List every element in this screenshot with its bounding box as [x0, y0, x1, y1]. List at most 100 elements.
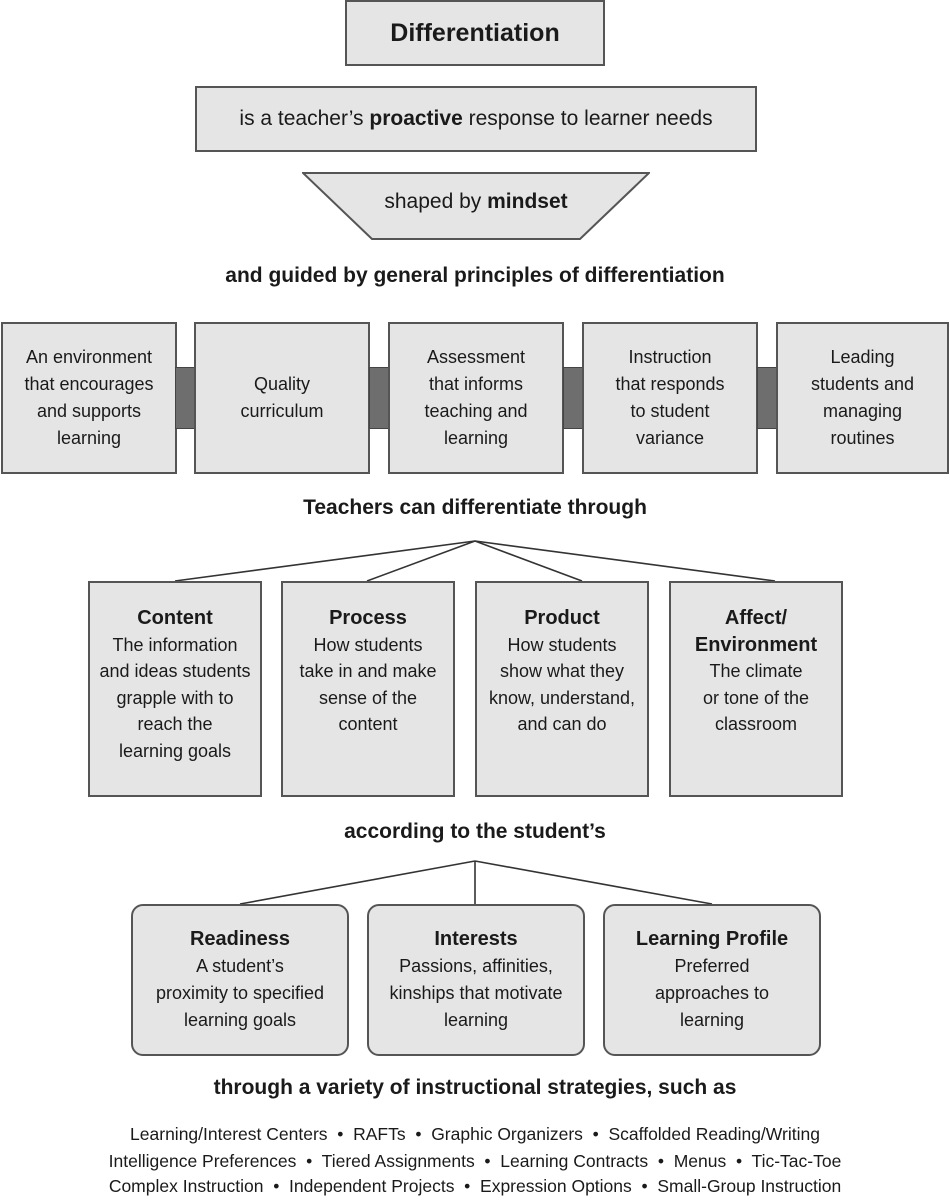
principle-line: that encourages: [24, 374, 154, 394]
principle-line: learning: [56, 428, 122, 448]
principle-line: to student: [630, 401, 710, 421]
trait-desc-line: learning: [679, 1010, 745, 1030]
principle-connector: [757, 367, 777, 429]
diagram-title-box: Differentiation: [345, 0, 605, 66]
bullet-separator-icon: •: [327, 1124, 354, 1144]
way-title: Product: [524, 607, 600, 629]
principle-line: and supports: [36, 401, 142, 421]
trait-desc-line: Passions, affinities,: [399, 956, 553, 976]
way-box-affect-environment: Affect/ Environment The climate or tone …: [669, 581, 843, 797]
principle-line: An environment: [25, 347, 153, 367]
way-desc-line: The information: [112, 634, 238, 655]
connector-line: [474, 540, 776, 582]
way-desc-line: grapple with to: [116, 687, 234, 708]
trait-box-interests: Interests Passions, affinities, kinships…: [367, 904, 585, 1056]
strategies-heading: through a variety of instructional strat…: [213, 1076, 737, 1099]
way-desc-line: How students: [313, 634, 423, 655]
connector-line: [474, 860, 713, 905]
principle-box-instruction: Instruction that responds to student var…: [582, 322, 758, 474]
principle-line: students and: [810, 374, 915, 394]
way-desc-line: and ideas students: [99, 661, 251, 681]
strategy-item: Tic-Tac-Toe: [751, 1151, 842, 1171]
mindset-text-start: shaped by: [384, 190, 488, 213]
strategy-item: Tiered Assignments: [321, 1151, 475, 1171]
way-title: Environment: [694, 633, 818, 656]
trait-desc-line: A student’s: [196, 956, 284, 976]
trait-box-learning-profile: Learning Profile Preferred approaches to…: [603, 904, 821, 1056]
definition-text-bold: proactive: [369, 107, 463, 130]
trait-title: Learning Profile: [635, 928, 789, 950]
way-desc-line: The climate: [709, 661, 803, 681]
bullet-separator-icon: •: [474, 1151, 501, 1171]
principle-line: learning: [443, 428, 509, 448]
mindset-trapezoid: [302, 172, 650, 240]
strategy-item: Independent Projects: [289, 1176, 455, 1196]
way-box-process: Process How students take in and make se…: [281, 581, 455, 797]
trait-title: Interests: [434, 928, 518, 950]
principle-box-assessment: Assessment that informs teaching and lea…: [388, 322, 564, 474]
principle-line: curriculum: [240, 401, 324, 421]
strategy-item: Expression Options: [480, 1176, 632, 1196]
way-desc-line: learning goals: [118, 740, 232, 761]
trait-desc-line: Preferred: [674, 956, 750, 976]
principle-line: Assessment: [426, 347, 526, 367]
way-title: Affect/: [724, 607, 788, 629]
connector-line: [366, 540, 476, 582]
way-desc-line: classroom: [714, 714, 798, 734]
principle-line: variance: [635, 428, 705, 448]
way-title: Process: [329, 607, 407, 629]
bullet-separator-icon: •: [454, 1176, 481, 1196]
principle-box-leading: Leading students and managing routines: [776, 322, 949, 474]
definition-text-end: response to learner needs: [462, 107, 713, 130]
principle-box-environment: An environment that encourages and suppo…: [1, 322, 177, 474]
bullet-separator-icon: •: [296, 1151, 322, 1171]
principle-line: Instruction: [628, 347, 712, 367]
strategy-item: Intelligence Preferences: [108, 1151, 297, 1171]
way-desc-line: or tone of the: [702, 687, 810, 708]
way-desc-line: take in and make: [299, 661, 437, 681]
principle-connector: [175, 367, 195, 429]
principle-line: Quality: [253, 374, 311, 394]
strategy-item: Menus: [673, 1151, 727, 1171]
strategy-line: Intelligence Preferences • Tiered Assign…: [0, 1151, 950, 1172]
strategy-line: Learning/Interest Centers • RAFTs • Grap…: [0, 1124, 950, 1145]
way-desc-line: How students: [507, 634, 617, 655]
mindset-text-bold: mindset: [487, 190, 568, 213]
principle-line: Leading: [830, 347, 895, 367]
connector-line: [474, 540, 583, 582]
principle-connector: [563, 367, 583, 429]
diagram-title: Differentiation: [390, 18, 560, 47]
strategy-item: Scaffolded Reading/Writing: [608, 1124, 820, 1144]
definition-box: is a teacher’s proactive response to lea…: [195, 86, 757, 152]
principle-box-curriculum: Quality curriculum: [194, 322, 370, 474]
way-desc-line: reach the: [137, 714, 213, 734]
trait-desc-line: kinships that motivate: [389, 983, 563, 1003]
strategy-item: Graphic Organizers: [431, 1124, 583, 1144]
bullet-separator-icon: •: [648, 1151, 674, 1171]
trait-desc-line: learning: [443, 1010, 509, 1030]
bullet-separator-icon: •: [631, 1176, 658, 1196]
bullet-separator-icon: •: [582, 1124, 609, 1144]
way-box-content: Content The information and ideas studen…: [88, 581, 262, 797]
bullet-separator-icon: •: [263, 1176, 290, 1196]
mindset-label: shaped by mindset: [302, 190, 650, 214]
differentiate-heading: Teachers can differentiate through: [303, 496, 647, 519]
trait-desc-line: approaches to: [654, 983, 770, 1003]
way-desc-line: sense of the: [318, 687, 418, 708]
way-desc-line: content: [338, 714, 398, 734]
principle-line: that responds: [615, 374, 725, 394]
way-title: Content: [137, 607, 213, 629]
way-desc-line: and can do: [517, 714, 607, 734]
definition-text-start: is a teacher’s: [239, 107, 370, 130]
connector-line: [239, 860, 476, 905]
principle-line: teaching and: [424, 401, 528, 421]
trait-title: Readiness: [189, 928, 291, 950]
principle-line: that informs: [428, 374, 524, 394]
strategy-item: Learning Contracts: [500, 1151, 649, 1171]
connector-line: [174, 540, 476, 582]
strategy-item: RAFTs: [353, 1124, 406, 1144]
trait-desc-line: proximity to specified: [155, 983, 325, 1003]
way-desc-line: know, understand,: [488, 687, 636, 708]
bullet-separator-icon: •: [726, 1151, 752, 1171]
strategy-item: Small-Group Instruction: [657, 1176, 842, 1196]
